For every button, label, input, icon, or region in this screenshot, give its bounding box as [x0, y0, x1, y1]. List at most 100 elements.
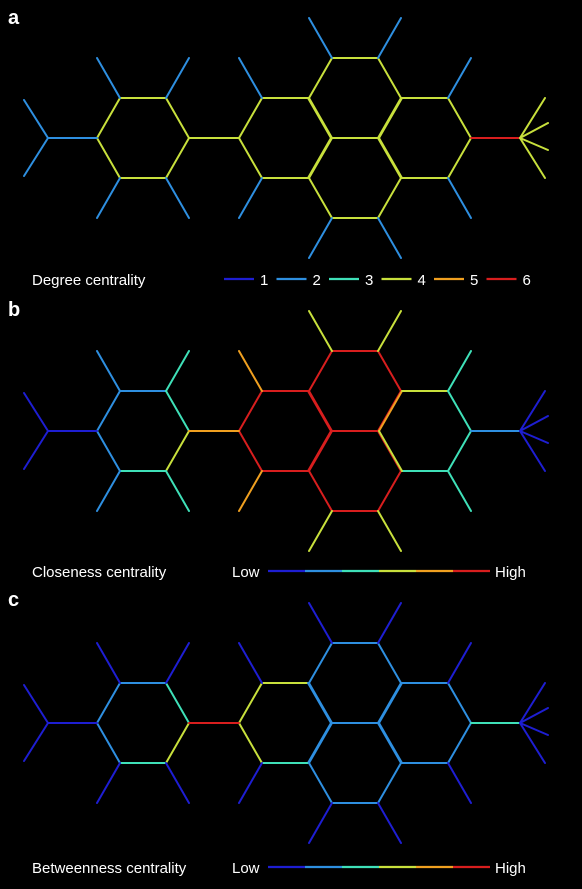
graph-edge — [165, 137, 190, 179]
graph-edge — [96, 390, 121, 432]
legend-low-label: Low — [232, 860, 260, 877]
graph-edge — [447, 762, 472, 804]
graph-edge — [447, 642, 472, 684]
graph-edge — [23, 684, 49, 724]
graph-edge — [377, 310, 402, 352]
graph-edge — [308, 57, 333, 99]
graph-closeness — [23, 310, 549, 552]
graph-edge — [308, 310, 333, 352]
graph-edge — [519, 430, 549, 444]
graph-edge — [308, 510, 333, 552]
graph-edge — [447, 137, 472, 179]
graph-edge — [96, 57, 121, 99]
graph-edge — [447, 430, 472, 472]
graph-edge — [23, 99, 49, 139]
graph-edge — [377, 470, 402, 512]
graph-edge — [308, 177, 333, 219]
graph-edge — [165, 350, 190, 392]
graph-degree — [23, 17, 549, 259]
graph-edge — [96, 97, 121, 139]
graph-edge — [308, 430, 333, 472]
graph-edge — [308, 137, 333, 179]
graph-edge — [23, 722, 49, 762]
graph-edge — [308, 17, 333, 59]
graph-edge — [165, 430, 190, 472]
graph-edge — [165, 682, 190, 724]
graph-edge — [378, 430, 403, 472]
graph-edge — [238, 97, 263, 139]
graph-edge — [447, 390, 472, 432]
graph-edge — [238, 350, 263, 392]
graph-edge — [308, 390, 333, 432]
graph-edge — [308, 470, 333, 512]
panel-letter-b: b — [8, 299, 20, 321]
legend-label: 1 — [260, 272, 268, 289]
panel-betweenness-centrality: c Betweenness centrality Low High — [8, 589, 549, 877]
graph-edge — [378, 137, 403, 179]
legend-high-label: High — [495, 860, 526, 877]
graph-edge — [23, 392, 49, 432]
graph-edge — [377, 177, 402, 219]
graph-edge — [377, 350, 402, 392]
graph-edge — [308, 682, 333, 724]
graph-edge — [165, 390, 190, 432]
graph-edge — [165, 642, 190, 684]
graph-edge — [165, 97, 190, 139]
graph-edge — [519, 390, 546, 432]
panel-letter-a: a — [8, 7, 20, 29]
graph-edge — [377, 802, 402, 844]
graph-edge — [238, 390, 263, 432]
graph-edge — [447, 177, 472, 219]
graph-edge — [519, 415, 549, 432]
legend-label: 6 — [523, 272, 531, 289]
graph-edge — [378, 722, 403, 764]
graph-edge — [377, 762, 402, 804]
graph-edge — [165, 762, 190, 804]
graph-edge — [238, 137, 263, 179]
graph-edge — [447, 97, 472, 139]
graph-edge — [96, 137, 121, 179]
caption-degree: Degree centrality — [32, 272, 146, 289]
graph-edge — [165, 57, 190, 99]
graph-edge — [308, 802, 333, 844]
graph-edge — [519, 97, 546, 139]
graph-edge — [165, 177, 190, 219]
graph-edge — [377, 57, 402, 99]
graph-edge — [447, 722, 472, 764]
graph-edge — [519, 707, 549, 724]
graph-edge — [308, 97, 333, 139]
graph-edge — [23, 430, 49, 470]
panel-letter-c: c — [8, 589, 19, 611]
graph-edge — [308, 722, 333, 764]
graph-edge — [96, 682, 121, 724]
graph-edge — [519, 430, 546, 472]
legend-low-label: Low — [232, 564, 260, 581]
graph-edge — [377, 602, 402, 644]
legend-label: 5 — [470, 272, 478, 289]
graph-edge — [308, 642, 333, 684]
graph-edge — [519, 137, 549, 151]
graph-edge — [96, 177, 121, 219]
legend-betweenness: Low High — [232, 860, 526, 877]
graph-edge — [96, 722, 121, 764]
graph-edge — [96, 470, 121, 512]
caption-betweenness: Betweenness centrality — [32, 860, 187, 877]
graph-edge — [377, 17, 402, 59]
graph-edge — [238, 642, 263, 684]
graph-edge — [378, 390, 403, 432]
graph-edge — [96, 642, 121, 684]
graph-edge — [519, 722, 549, 736]
graph-edge — [238, 470, 263, 512]
graph-edge — [447, 350, 472, 392]
graph-betweenness — [23, 602, 549, 844]
graph-edge — [377, 510, 402, 552]
graph-edge — [238, 722, 263, 764]
graph-edge — [378, 682, 403, 724]
graph-edge — [238, 682, 263, 724]
graph-edge — [378, 97, 403, 139]
graph-edge — [96, 430, 121, 472]
